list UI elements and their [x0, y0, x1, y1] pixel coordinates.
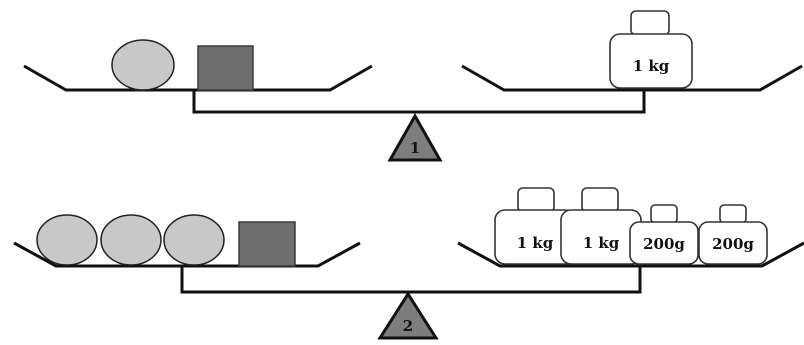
ball: [163, 214, 225, 266]
fulcrum: [377, 291, 439, 340]
weight-1kg: 1 kg: [494, 187, 576, 265]
beam: [192, 90, 646, 114]
ball: [111, 39, 175, 91]
scale-number-label: 1: [410, 139, 420, 157]
weight-label: 200g: [712, 235, 754, 253]
weight-label: 1 kg: [633, 57, 670, 75]
weight-200g: 200g: [629, 204, 699, 265]
weight-200g: 200g: [698, 204, 768, 265]
weight-label: 1 kg: [583, 234, 620, 252]
box: [238, 221, 296, 267]
scale-2: 2 1 kg 1 kg 200g 200g: [13, 187, 804, 340]
scale-1: 1 1 kg: [23, 10, 803, 162]
weight-label: 200g: [643, 235, 685, 253]
beam: [180, 266, 642, 294]
ball: [36, 214, 98, 266]
scale-number-label: 2: [403, 317, 413, 335]
fulcrum: [387, 112, 443, 162]
weight-label: 1 kg: [517, 234, 554, 252]
right-pan: [461, 64, 803, 92]
left-pan: [13, 241, 361, 268]
weight-1kg: 1 kg: [609, 10, 693, 89]
box: [197, 45, 254, 91]
ball: [100, 214, 162, 266]
weight-1kg: 1 kg: [560, 187, 642, 265]
right-pan: [457, 241, 804, 268]
